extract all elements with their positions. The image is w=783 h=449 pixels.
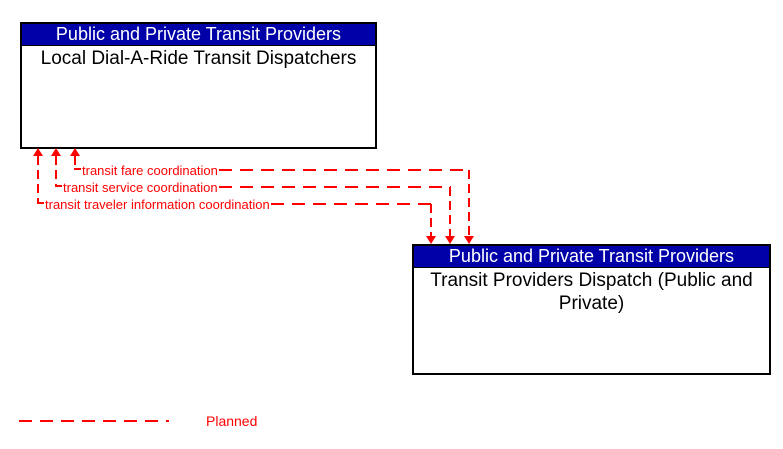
flow-line-elbow (55, 185, 62, 187)
entity-transit-providers-dispatch: Public and Private Transit Providers Tra… (412, 244, 771, 375)
entity-local-dial-a-ride-transit-dispatchers: Public and Private Transit Providers Loc… (20, 22, 377, 149)
entity-header-label: Public and Private Transit Providers (414, 246, 769, 268)
flow-dashed-line (270, 203, 432, 205)
flow-line-vertical (37, 156, 39, 204)
flow-line-vertical (55, 156, 57, 187)
flow-line-elbow (37, 202, 44, 204)
legend-planned-line-sample (19, 419, 169, 422)
flow-transit-service-coordination: transit service coordination (63, 179, 451, 195)
legend-planned-label: Planned (206, 412, 258, 429)
flow-dashed-line (218, 186, 451, 188)
flow-transit-traveler-information-coordination: transit traveler information coordinatio… (45, 196, 432, 212)
flow-arrow-up-icon (51, 148, 61, 156)
flow-line-vertical (449, 187, 451, 236)
flow-line-elbow (74, 168, 81, 170)
flow-arrow-up-icon (70, 148, 80, 156)
flow-line-vertical (430, 204, 432, 236)
entity-name-label: Local Dial-A-Ride Transit Dispatchers (40, 48, 357, 69)
legend: Planned (19, 412, 258, 429)
flow-arrow-up-icon (33, 148, 43, 156)
flow-line-vertical (468, 170, 470, 236)
flow-line-vertical (74, 156, 76, 170)
entity-header-label: Public and Private Transit Providers (22, 24, 375, 46)
entity-name-label: Transit Providers Dispatch (Public and P… (430, 270, 753, 314)
flow-label: transit fare coordination (82, 162, 218, 178)
flow-dashed-line (218, 169, 470, 171)
flow-label: transit service coordination (63, 179, 218, 195)
flow-arrow-down-icon (464, 236, 474, 244)
flow-arrow-down-icon (445, 236, 455, 244)
flow-label: transit traveler information coordinatio… (45, 196, 270, 212)
flow-arrow-down-icon (426, 236, 436, 244)
flow-transit-fare-coordination: transit fare coordination (82, 162, 470, 178)
